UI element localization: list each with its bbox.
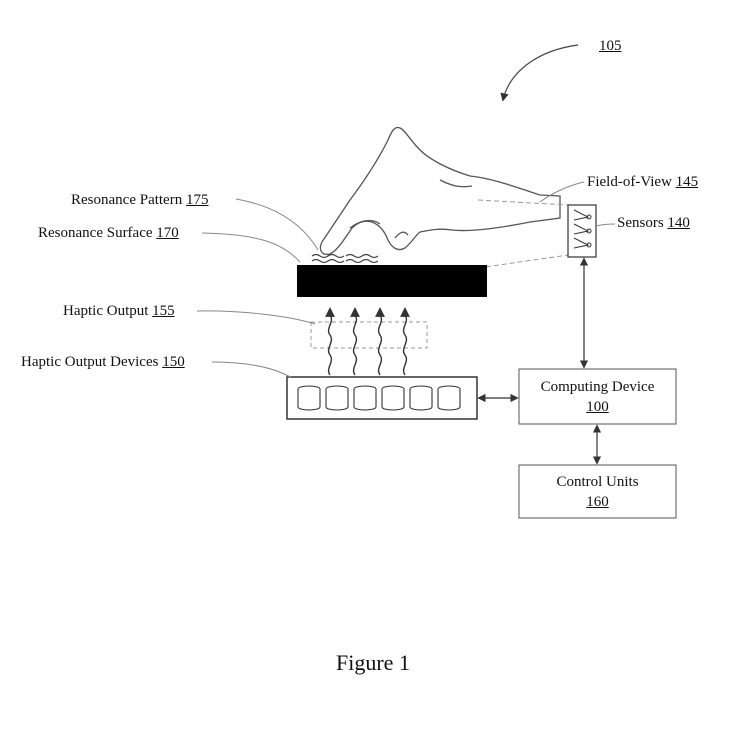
computing-device-number: 100 xyxy=(586,399,609,415)
sensors-label: Sensors 140 xyxy=(617,214,690,232)
control-units-title: Control Units xyxy=(556,474,639,490)
sensor-icons xyxy=(573,209,592,249)
resonance-surface-label: Resonance Surface 170 xyxy=(38,224,179,242)
field-of-view-label: Field-of-View 145 xyxy=(587,173,698,191)
sensors-text: Sensors xyxy=(617,215,664,231)
haptic-wave-arrows xyxy=(325,307,410,376)
field-of-view-text: Field-of-View xyxy=(587,174,672,190)
computing-device-title: Computing Device xyxy=(540,379,655,395)
sensors-number: 140 xyxy=(667,215,690,231)
control-units-label: Control Units 160 xyxy=(519,472,676,512)
ref-105-number: 105 xyxy=(599,38,622,54)
leader-lines xyxy=(196,181,616,379)
control-units-box xyxy=(518,464,677,519)
resonance-surface-text: Resonance Surface xyxy=(38,225,153,241)
resonance-surface-number: 170 xyxy=(156,225,179,241)
haptic-output-text: Haptic Output xyxy=(63,303,149,319)
haptic-output-number: 155 xyxy=(152,303,175,319)
sensors-box xyxy=(567,204,597,258)
haptic-output-devices-label: Haptic Output Devices 150 xyxy=(21,353,185,371)
resonance-pattern-number: 175 xyxy=(185,192,209,208)
computing-device-label: Computing Device 100 xyxy=(519,377,676,417)
fov-line-top xyxy=(477,199,569,206)
computing-device-box xyxy=(518,368,677,425)
haptic-output-devices-number: 150 xyxy=(162,354,185,370)
field-of-view-number: 145 xyxy=(675,174,699,190)
haptic-output-region xyxy=(310,321,428,349)
ref-105-arrow xyxy=(500,44,579,102)
resonance-pattern-text: Resonance Pattern xyxy=(71,192,183,208)
figure-caption: Figure 1 xyxy=(336,650,410,675)
haptic-output-devices-text: Haptic Output Devices xyxy=(21,354,159,370)
resonance-pattern-label: Resonance Pattern 175 xyxy=(71,191,208,209)
haptic-transducer-cylinders xyxy=(297,385,461,411)
resonance-pattern-waves xyxy=(311,253,379,264)
hand-illustration xyxy=(319,126,561,256)
resonance-surface xyxy=(297,265,487,297)
fov-line-bottom xyxy=(477,254,569,269)
haptic-output-label: Haptic Output 155 xyxy=(63,302,175,320)
control-units-number: 160 xyxy=(586,494,609,510)
ref-105-label: 105 xyxy=(599,37,622,55)
